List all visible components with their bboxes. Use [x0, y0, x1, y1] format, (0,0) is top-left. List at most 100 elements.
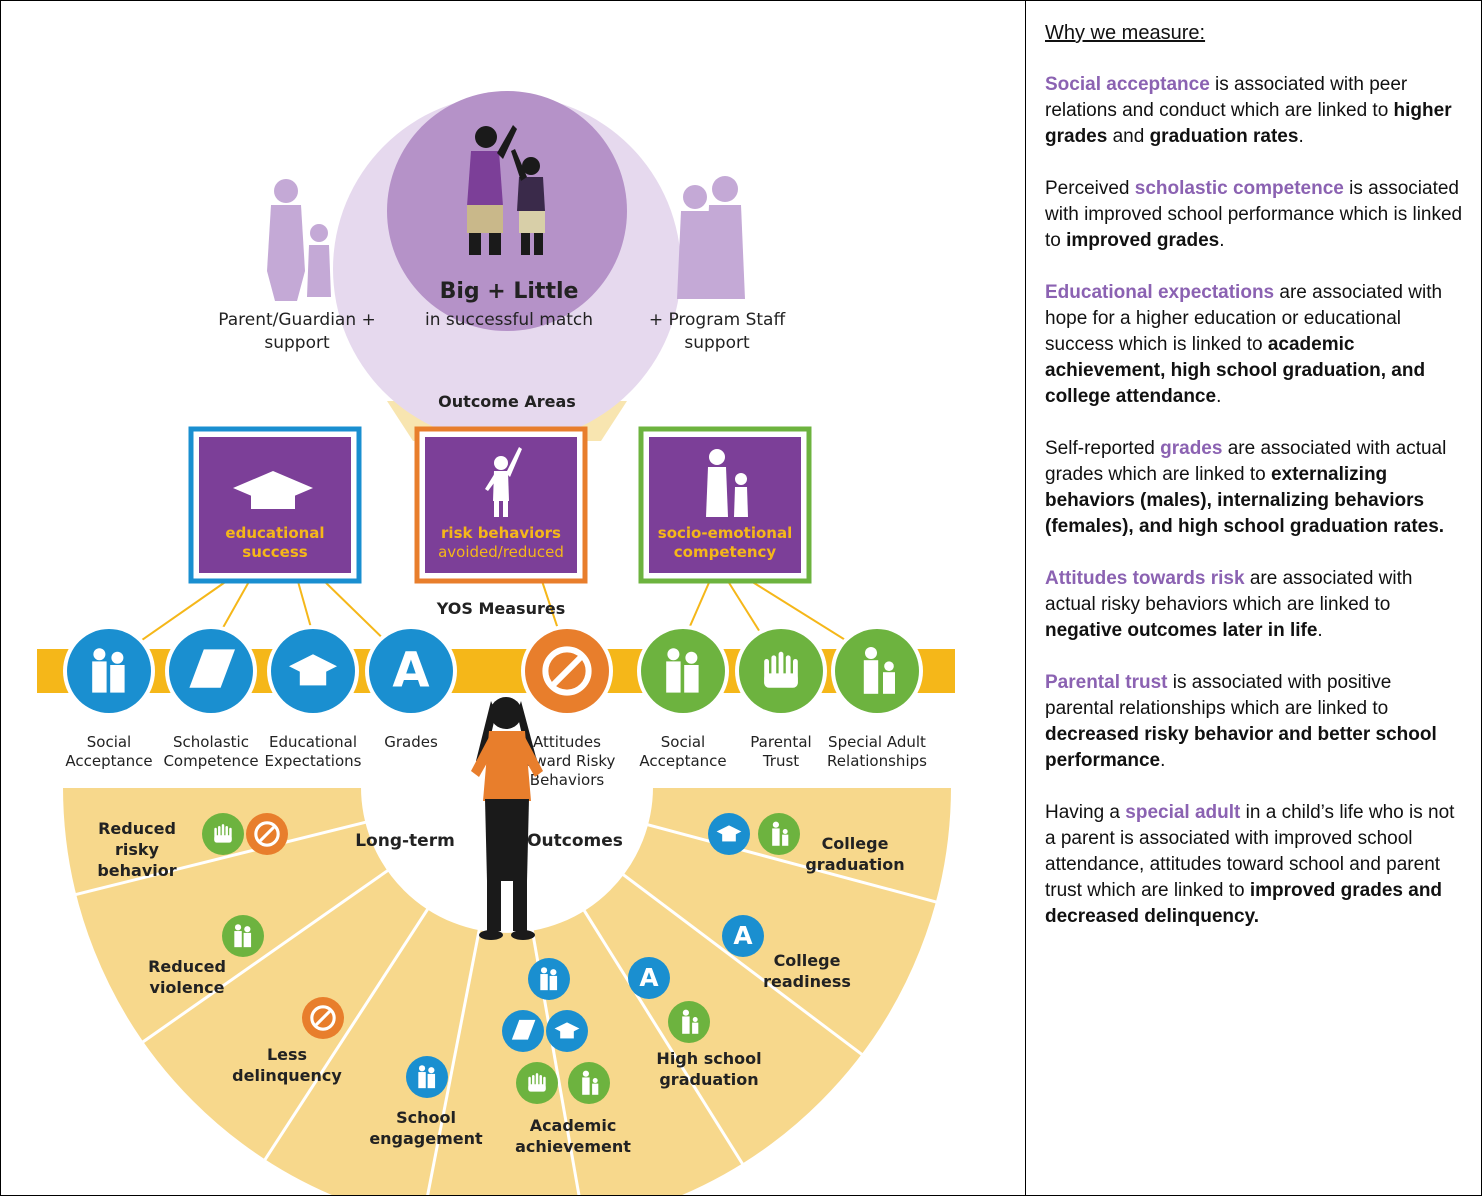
people-icon — [92, 648, 125, 693]
svg-text:College: College — [774, 951, 841, 970]
svg-text:Reduced: Reduced — [98, 819, 176, 838]
svg-text:A: A — [733, 921, 753, 950]
measure-label: Competence — [163, 752, 258, 770]
explanation-text: Self-reported — [1045, 438, 1161, 459]
explanation-grades: Self-reported grades are associated with… — [1045, 436, 1465, 540]
outcome-labels: Reduced risky behaviorReducedviolenceLessd… — [97, 819, 904, 1156]
adult-child-icon — [863, 647, 895, 694]
area-label-line1: educational — [225, 524, 324, 542]
measure-circle — [369, 629, 453, 713]
no-smoking-icon — [542, 646, 592, 696]
explanation-text: in a child’s life who is not a parent is… — [1045, 802, 1455, 901]
people-icon — [406, 1056, 448, 1098]
explanation-text: is associated with improved school perfo… — [1045, 178, 1463, 251]
hands-icon — [202, 813, 244, 855]
parent-label-line2: support — [264, 333, 330, 353]
area-label-line2: avoided/reduced — [438, 543, 564, 561]
match-inner-circle — [387, 91, 627, 331]
svg-text:A: A — [392, 643, 429, 699]
measure-label: Toward Risky — [518, 752, 616, 770]
measure-label: Expectations — [265, 752, 362, 770]
svg-text:graduation: graduation — [805, 855, 904, 874]
explanation-educational: Educational expectations are associated … — [1045, 280, 1465, 410]
program-staff-icon — [677, 176, 745, 299]
measure-circle — [67, 629, 151, 713]
explanation-bold: graduation rates — [1149, 126, 1299, 147]
people-icon — [666, 648, 699, 693]
explanation-risk: Attitudes towards risk are associated wi… — [1045, 566, 1465, 644]
explanation-bold: negative outcomes later in life — [1045, 620, 1318, 641]
svg-text:School: School — [396, 1108, 456, 1127]
staff-label-line2: support — [684, 333, 750, 353]
panel-heading: Why we measure: — [1045, 22, 1206, 44]
measure-circle — [641, 629, 725, 713]
explanation-bold: externalizing behaviors (males), interna… — [1045, 464, 1445, 537]
graduation-cap-icon — [289, 654, 337, 686]
explanation-text: are associated with actual grades which … — [1045, 438, 1447, 485]
highlight-term: special adult — [1125, 802, 1241, 823]
measure-label: Trust — [762, 752, 799, 770]
explanation-text: . — [1160, 750, 1166, 771]
letter-a-icon: A — [722, 915, 764, 957]
adult-child-icon — [668, 1001, 710, 1043]
adult-child-icon — [758, 813, 800, 855]
area-box-educational: educational success — [188, 426, 362, 584]
parent-guardian-icon — [267, 179, 331, 301]
measure-label: Acceptance — [65, 752, 152, 770]
area-box-socio: socio-emotional competency — [638, 426, 812, 584]
explanation-text: are associated with hope for a higher ed… — [1045, 282, 1443, 355]
highlight-term: scholastic competence — [1134, 178, 1344, 199]
svg-text:behavior: behavior — [97, 861, 176, 880]
svg-text:Academic: Academic — [530, 1116, 617, 1135]
svg-text:graduation: graduation — [659, 1070, 758, 1089]
arm-raised-child-icon — [485, 447, 522, 517]
area-box-risk: risk behaviors avoided/reduced — [414, 426, 588, 584]
highlight-term: Educational expectations — [1045, 282, 1275, 303]
explanation-text: and — [1107, 126, 1150, 147]
svg-text:risky: risky — [115, 840, 160, 859]
svg-text:readiness: readiness — [763, 972, 851, 991]
longterm-label: Long-term — [355, 831, 455, 851]
why-we-measure-panel: Why we measure: Social acceptance is ass… — [1045, 20, 1465, 956]
adult-child-icon — [568, 1062, 610, 1104]
measure-label: Behaviors — [530, 771, 605, 789]
svg-text:Less: Less — [267, 1045, 307, 1064]
people-icon — [528, 958, 570, 1000]
highlight-term: Social acceptance — [1045, 74, 1210, 95]
svg-text:Reduced: Reduced — [148, 957, 226, 976]
measure-label: Relationships — [827, 752, 927, 770]
outcome-icons: AA — [202, 813, 800, 1104]
measure-label: Scholastic — [173, 733, 249, 751]
book-icon — [502, 1010, 544, 1052]
explanation-text: is associated with peer relations and co… — [1045, 74, 1408, 121]
svg-text:High school: High school — [656, 1049, 761, 1068]
letter-a-icon: A — [628, 957, 670, 999]
explanation-text: . — [1298, 126, 1304, 147]
area-label-line1: risk behaviors — [441, 524, 561, 542]
measure-label: Educational — [269, 733, 357, 751]
highlight-term: grades — [1160, 438, 1223, 459]
outcome-areas-label: Outcome Areas — [438, 392, 576, 411]
letter-a-icon: A — [392, 643, 429, 699]
measure-label: Parental — [750, 733, 811, 751]
parent-label-line1: Parent/Guardian + — [218, 310, 376, 330]
hands-icon — [516, 1062, 558, 1104]
column-divider — [1025, 0, 1026, 1196]
yos-measures-label: YOS Measures — [436, 599, 565, 618]
center-subtitle: in successful match — [425, 310, 593, 330]
explanation-text: are associated with actual risky behavio… — [1045, 568, 1413, 615]
graduation-cap-icon — [546, 1010, 588, 1052]
outcomes-label: Outcomes — [527, 831, 623, 851]
svg-text:A: A — [639, 963, 659, 992]
outcome-label-0: Reduced risky behavior — [97, 819, 176, 880]
